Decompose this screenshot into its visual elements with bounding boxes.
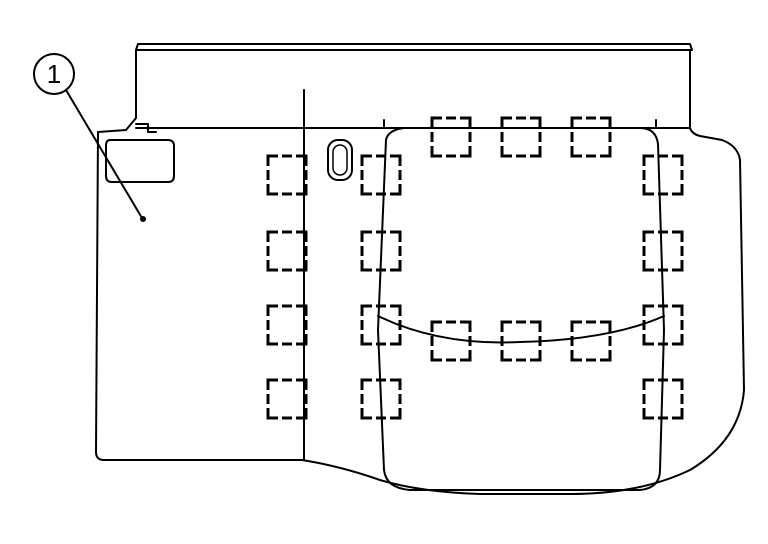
clip-markers <box>266 116 684 420</box>
top-strip <box>135 43 693 51</box>
clip-marker <box>266 230 308 272</box>
callout-label: 1 <box>47 59 61 89</box>
clip-marker <box>360 154 402 196</box>
clip-marker <box>360 304 402 346</box>
clip-marker <box>500 116 542 158</box>
pocket-fold-line <box>377 315 665 344</box>
clip-marker <box>430 116 472 158</box>
clip-marker <box>266 378 308 420</box>
callout-dot <box>140 216 146 222</box>
callout-circle <box>33 53 75 95</box>
clip-marker <box>570 320 612 362</box>
lock-knob-inner <box>332 144 348 176</box>
callout-leader <box>65 89 143 219</box>
clip-marker <box>430 320 472 362</box>
clip-marker <box>642 378 684 420</box>
clip-marker <box>642 230 684 272</box>
clip-marker <box>642 154 684 196</box>
map-pocket-outline <box>377 127 665 491</box>
clip-marker <box>360 378 402 420</box>
clip-marker <box>360 230 402 272</box>
handle-recess <box>105 139 175 183</box>
lock-knob <box>327 139 353 181</box>
clip-marker <box>642 304 684 346</box>
clip-marker <box>266 154 308 196</box>
clip-marker <box>266 304 308 346</box>
clip-marker <box>500 320 542 362</box>
clip-marker <box>570 116 612 158</box>
panel-outline <box>95 49 745 495</box>
corner-tab <box>135 123 157 133</box>
